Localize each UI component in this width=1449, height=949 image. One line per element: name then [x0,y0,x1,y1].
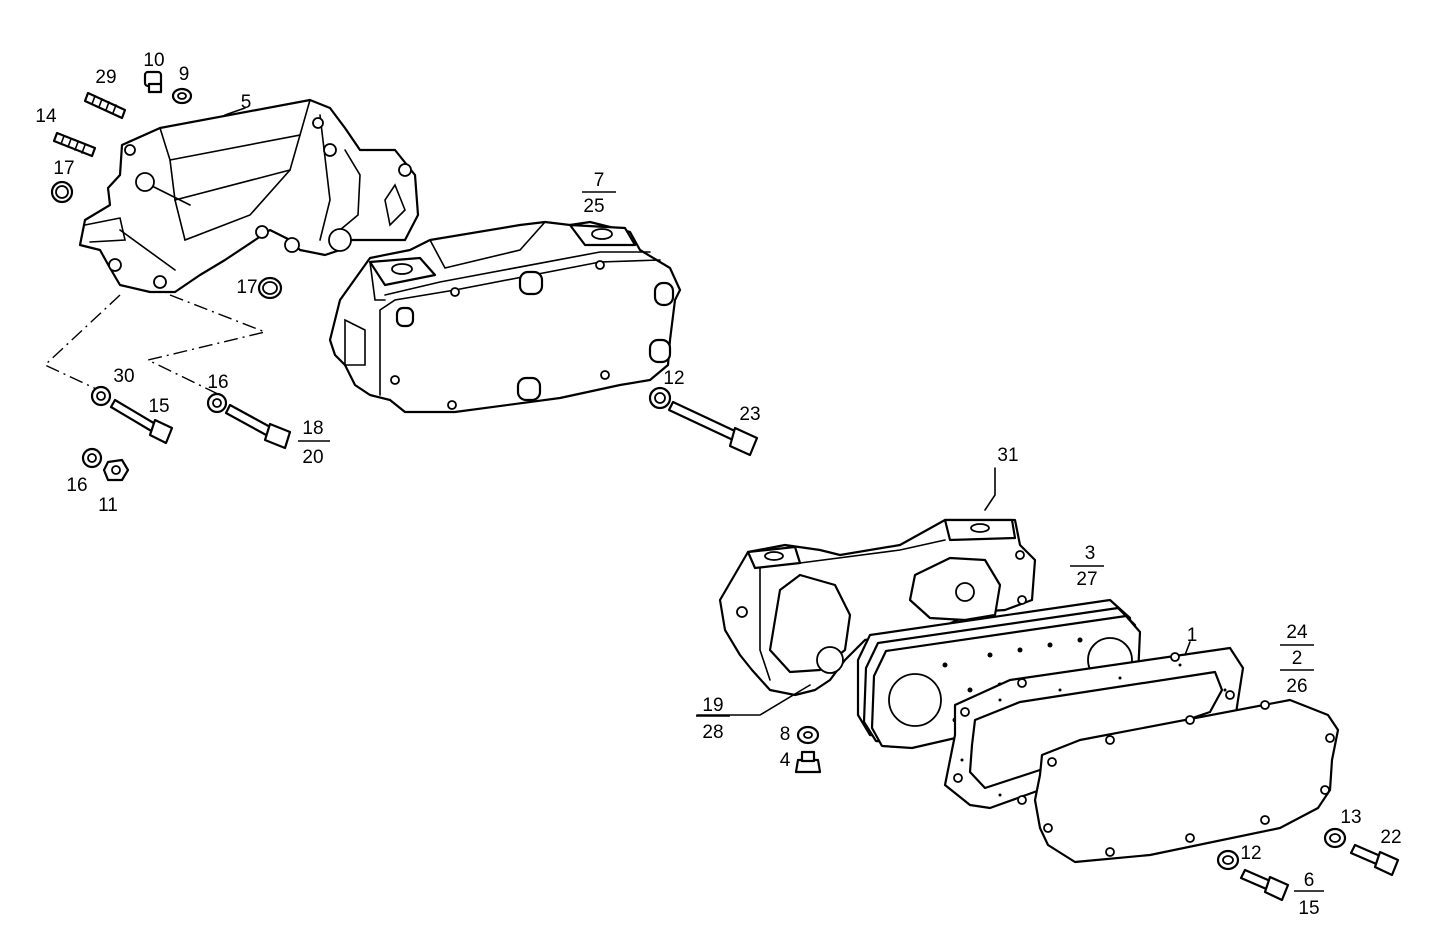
washer-8 [796,725,820,745]
bolt-22 [1349,843,1400,877]
stud-14 [52,131,97,158]
label-1: 1 [1187,625,1198,646]
label-30: 30 [113,366,134,387]
label-22: 22 [1380,827,1401,848]
fraction-bars [298,191,1324,892]
label-26: 26 [1286,676,1307,697]
bolt-18-20 [224,403,292,450]
label-17-lower: 17 [236,277,257,298]
label-13: 13 [1340,807,1361,828]
bolt-6-15 [1239,868,1290,902]
label-12-lower: 12 [1240,843,1261,864]
washer-12-lower [1216,849,1240,871]
label-29: 29 [95,67,116,88]
label-27: 27 [1076,569,1097,590]
label-15-upper: 15 [148,396,169,417]
screw-10 [143,70,163,94]
label-23: 23 [739,404,760,425]
washer-30 [90,385,112,407]
nut-11 [102,458,130,482]
label-17-upper: 17 [53,158,74,179]
label-8: 8 [780,724,791,745]
label-6: 6 [1304,870,1315,891]
label-16-lower: 16 [66,475,87,496]
washer-9 [171,87,193,105]
label-16-upper: 16 [207,372,228,393]
oil-cooler-housing-7 [328,220,682,414]
leader-lines [224,107,1191,716]
label-7: 7 [594,170,605,191]
bolt-15-upper [109,398,174,445]
bracket-part-5 [78,98,420,294]
label-31: 31 [997,445,1018,466]
label-19: 19 [702,695,723,716]
washer-16-lower [81,447,103,469]
label-18: 18 [302,418,323,439]
o-ring-17-a [50,180,74,204]
cover-plate-24 [1033,698,1340,864]
label-2: 2 [1292,648,1303,669]
label-4: 4 [780,750,791,771]
washer-12-upper [648,386,672,410]
part-number-labels: 29 10 9 14 5 17 17 7 25 30 15 16 18 20 1… [35,50,1401,919]
label-11: 11 [98,495,118,516]
label-25: 25 [583,196,604,217]
label-12-upper: 12 [663,368,684,389]
stud-29 [83,91,127,120]
bolt-23 [667,400,759,457]
o-ring-17-b [257,276,283,300]
plug-4 [794,750,822,774]
label-20: 20 [302,447,323,468]
washer-13 [1323,827,1347,849]
label-5: 5 [241,92,252,113]
washer-16-upper [206,392,228,414]
label-15-lower: 15 [1298,898,1319,919]
label-3: 3 [1085,543,1096,564]
label-10: 10 [143,50,164,71]
housing-part-31 [718,518,1037,697]
label-14: 14 [35,106,57,127]
label-28: 28 [702,722,723,743]
centerlines [43,294,268,396]
label-24: 24 [1286,622,1308,643]
label-9: 9 [179,64,190,85]
